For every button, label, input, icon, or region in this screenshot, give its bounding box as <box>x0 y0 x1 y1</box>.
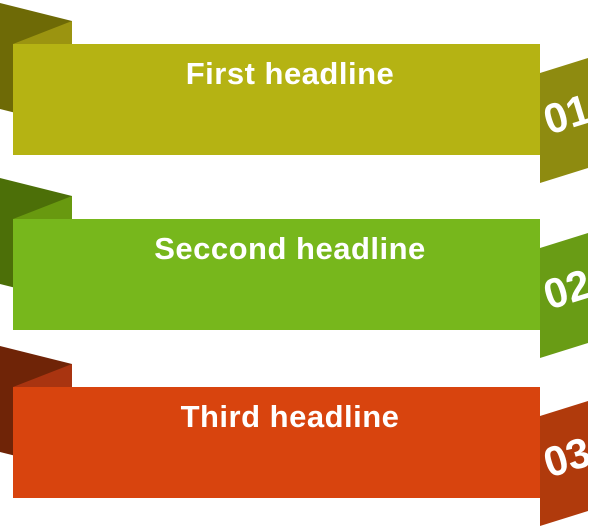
ribbon-2-number-panel <box>540 233 588 358</box>
ribbon-3-fold-triangle <box>13 364 72 387</box>
ribbon-1-band <box>13 44 540 155</box>
ribbon-1-fold-triangle <box>13 21 72 44</box>
ribbon-2-fold-triangle <box>13 196 72 219</box>
ribbon-3-headline: Third headline <box>181 399 400 434</box>
ribbon-1-number-panel <box>540 58 588 183</box>
ribbon-2: Seccond headline 02 <box>0 178 596 358</box>
ribbon-3: Third headline 03 <box>0 346 596 526</box>
ribbon-1-headline: First headline <box>186 56 395 91</box>
ribbon-1: First headline 01 <box>0 3 596 183</box>
ribbon-2-headline: Seccond headline <box>154 231 426 266</box>
ribbon-3-number-panel <box>540 401 588 526</box>
ribbon-2-band <box>13 219 540 330</box>
ribbon-3-band <box>13 387 540 498</box>
